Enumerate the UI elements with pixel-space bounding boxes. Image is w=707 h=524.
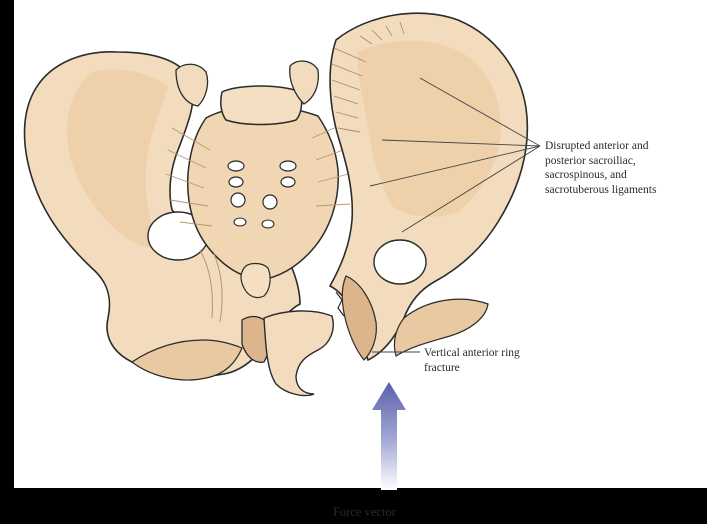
fracture-label-line-2: fracture	[424, 361, 520, 376]
fracture-label: Vertical anterior ring fracture	[424, 346, 520, 375]
ligament-label-line-2: posterior sacroiliac,	[545, 154, 656, 169]
fracture-label-line-1: Vertical anterior ring	[424, 346, 520, 361]
right-obturator-foramen	[374, 240, 426, 284]
force-vector-label: Force vector	[333, 505, 396, 519]
ligament-disruption-label: Disrupted anterior and posterior sacroil…	[545, 139, 656, 197]
ligament-label-line-4: sacrotuberous ligaments	[545, 183, 656, 198]
ligament-label-line-1: Disrupted anterior and	[545, 139, 656, 154]
ligament-label-line-3: sacrospinous, and	[545, 168, 656, 183]
